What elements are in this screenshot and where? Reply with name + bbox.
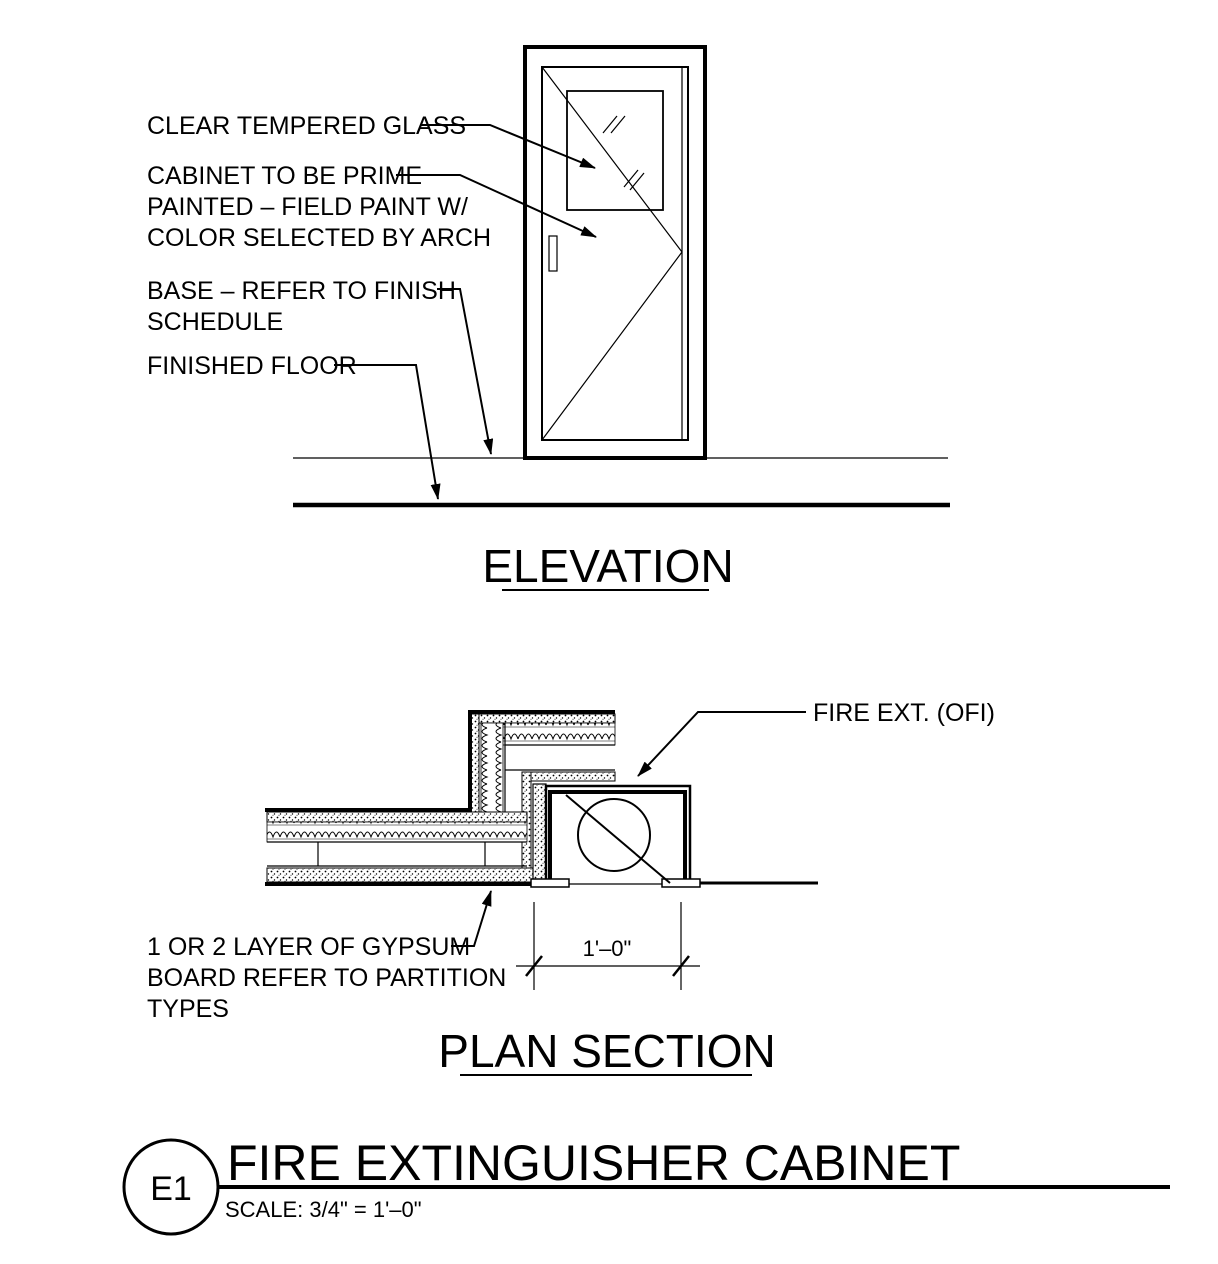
leader-fire-ext bbox=[637, 711, 806, 777]
note-gypsum-line2: BOARD REFER TO PARTITION bbox=[147, 964, 506, 992]
door-swing-lines bbox=[541, 66, 683, 441]
glass-mark bbox=[623, 169, 639, 188]
detail-scale: SCALE: 3/4" = 1'–0" bbox=[225, 1197, 422, 1222]
cabinet-tub-side bbox=[532, 783, 547, 885]
note-base-line1: BASE – REFER TO FINISH bbox=[147, 277, 456, 305]
elevation-view: CLEAR TEMPERED GLASS CABINET TO BE PRIME… bbox=[147, 45, 950, 592]
wall-insulation bbox=[266, 821, 528, 843]
note-glass: CLEAR TEMPERED GLASS bbox=[147, 112, 466, 140]
cabinet-door bbox=[541, 66, 689, 441]
leader-gypsum bbox=[451, 890, 492, 947]
wall-gypsum bbox=[529, 771, 616, 782]
note-base-line2: SCHEDULE bbox=[147, 308, 283, 336]
door-handle bbox=[548, 235, 558, 272]
wall-gypsum bbox=[266, 811, 528, 823]
extinguisher-symbol bbox=[577, 798, 651, 872]
detail-id: E1 bbox=[150, 1170, 192, 1208]
title-block: E1 FIRE EXTINGUISHER CABINET SCALE: 3/4"… bbox=[122, 1135, 1170, 1236]
leader-cabinet bbox=[396, 174, 597, 238]
glass-mark bbox=[610, 115, 626, 134]
note-gypsum-line3: TYPES bbox=[147, 995, 229, 1023]
cabinet-frame bbox=[523, 45, 707, 460]
leader-glass bbox=[420, 124, 596, 169]
leader-base bbox=[437, 288, 494, 455]
wall-insulation bbox=[480, 722, 504, 824]
wall-insulation bbox=[499, 722, 616, 746]
plan-section-view: 1'–0" FIRE EXT. (OFI) 1 OR 2 LAYER OF GY… bbox=[147, 699, 995, 1077]
glass-mark bbox=[629, 172, 645, 191]
cabinet-tub bbox=[544, 784, 692, 884]
dimension-tick-right bbox=[672, 955, 690, 977]
note-floor: FINISHED FLOOR bbox=[147, 352, 357, 380]
cabinet-trim-left bbox=[530, 878, 570, 888]
note-fire-ext: FIRE EXT. (OFI) bbox=[813, 699, 995, 727]
dimension-tick-left bbox=[525, 955, 543, 977]
glass-mark bbox=[602, 115, 618, 134]
elevation-heading: ELEVATION bbox=[482, 540, 733, 592]
wall-gypsum bbox=[266, 867, 536, 883]
dimension-text: 1'–0" bbox=[583, 936, 632, 961]
note-gypsum-line1: 1 OR 2 LAYER OF GYPSUM bbox=[147, 933, 470, 961]
note-cabinet-line3: COLOR SELECTED BY ARCH bbox=[147, 224, 491, 252]
leader-floor bbox=[334, 364, 441, 500]
wall-gypsum bbox=[469, 713, 616, 724]
detail-title: FIRE EXTINGUISHER CABINET bbox=[227, 1135, 960, 1191]
note-cabinet-line2: PAINTED – FIELD PAINT W/ bbox=[147, 193, 468, 221]
note-cabinet-line1: CABINET TO BE PRIME bbox=[147, 162, 422, 190]
plan-section-heading: PLAN SECTION bbox=[438, 1025, 775, 1077]
cabinet-tub-inner bbox=[548, 790, 687, 884]
extinguisher-symbol-diagonal bbox=[565, 794, 671, 884]
glass-panel bbox=[566, 90, 664, 211]
